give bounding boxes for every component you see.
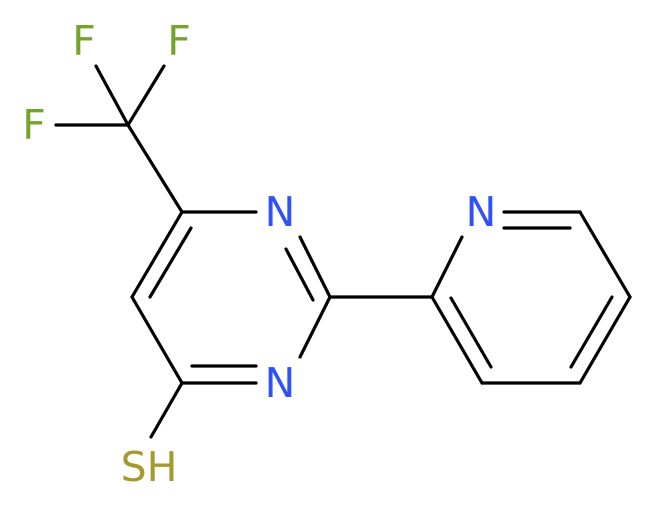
- nitrogen-atom-pyrimidine-lower: N: [265, 359, 296, 407]
- bond-c-f-top-right: [126, 64, 166, 127]
- fluorine-atom-top-left: F: [72, 17, 96, 65]
- fluorine-atom-left: F: [22, 101, 46, 149]
- bond-c4-c5: [130, 295, 184, 385]
- bond-n1-c2: [298, 235, 332, 299]
- thiol-group-label: SH: [121, 443, 178, 491]
- nitrogen-atom-pyrimidine-upper: N: [265, 188, 296, 236]
- bond-cf3-c-to-ring: [126, 123, 184, 214]
- bond-py-c2-n: [430, 235, 464, 299]
- bond-c5-c6-double: [148, 226, 193, 299]
- bond-n1-c2-double: [284, 247, 315, 302]
- bond-py-c5-c4: [578, 295, 632, 385]
- nitrogen-atom-pyridine: N: [466, 188, 497, 236]
- bond-c4-s: [149, 381, 184, 439]
- bond-py-c3-c2-double: [449, 296, 493, 369]
- fluorine-atom-top-right: F: [167, 17, 191, 65]
- bond-py-c3-c2: [430, 295, 484, 385]
- bond-c5-c6: [130, 210, 184, 299]
- bond-c2-n3: [298, 295, 332, 359]
- bond-py-c6-c5: [578, 210, 632, 299]
- bond-c-f-top-left: [94, 64, 130, 127]
- bond-py-c5-c4-double: [569, 295, 614, 369]
